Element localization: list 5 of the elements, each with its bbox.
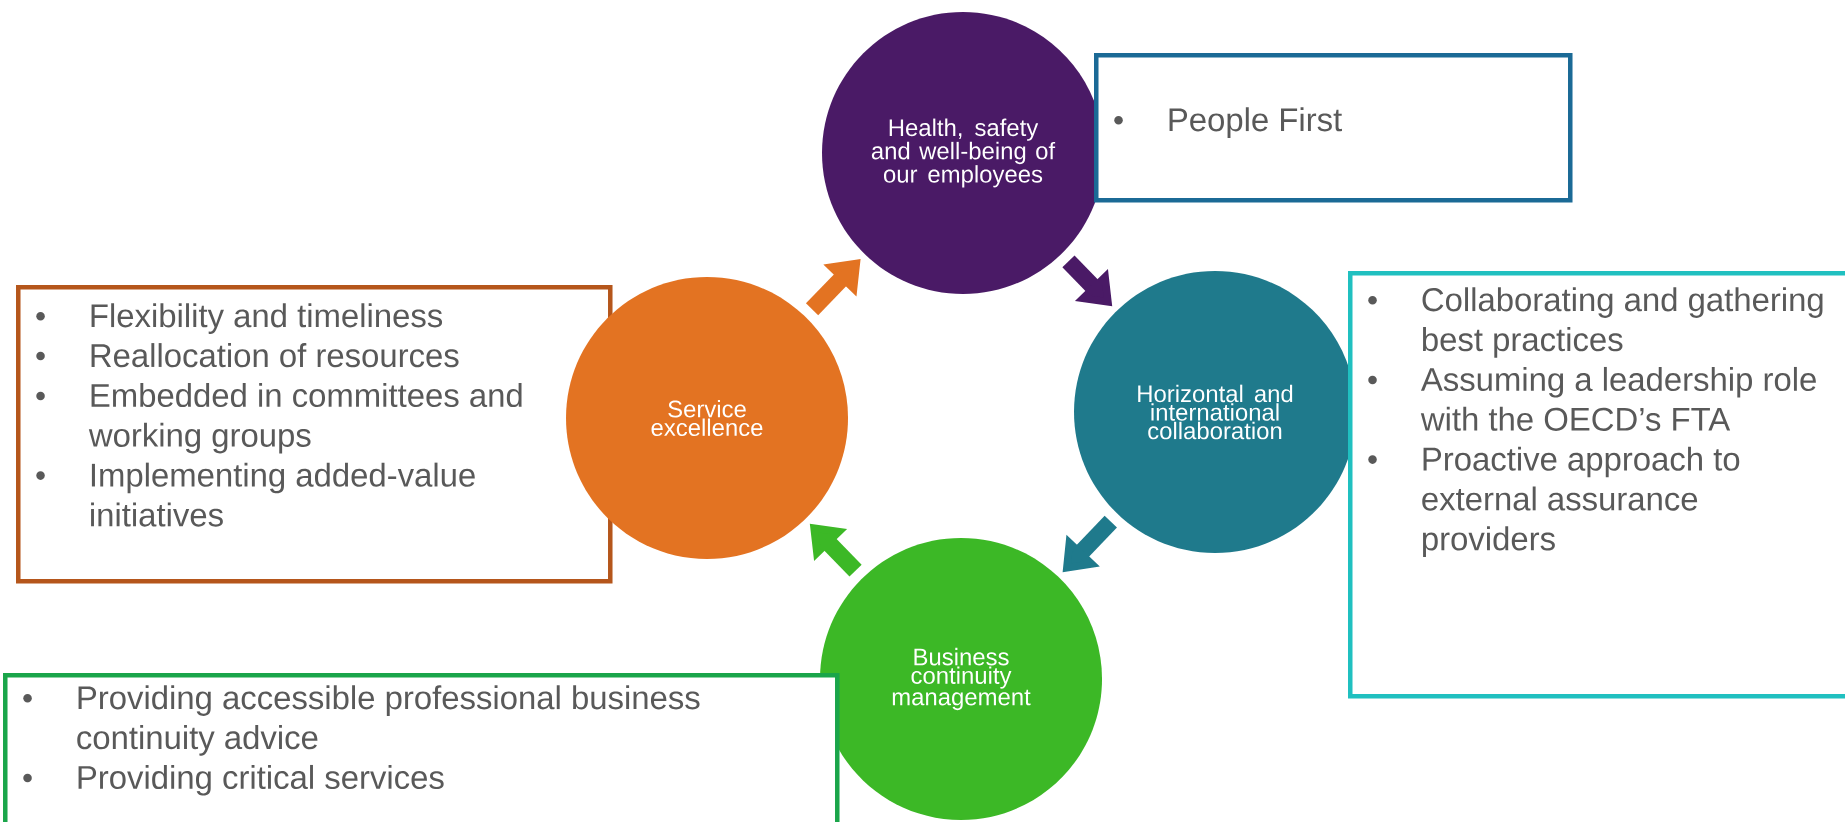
bullet-list-box: Collaborating and gathering best practices Assuming a leadership role with the OECD’s FTA Proactive approach to external assurance providers: [1348, 271, 1845, 699]
arrow: [805, 259, 861, 316]
bullet-list-box: People First: [1094, 53, 1573, 203]
bullet-list-box: Flexibility and timeliness Reallocation of resources Embedded in committees and working groups Implementing added-value initiatives: [16, 285, 613, 584]
bullet-list-box: Providing accessible professional business continuity advice Providing critical services: [3, 673, 840, 822]
